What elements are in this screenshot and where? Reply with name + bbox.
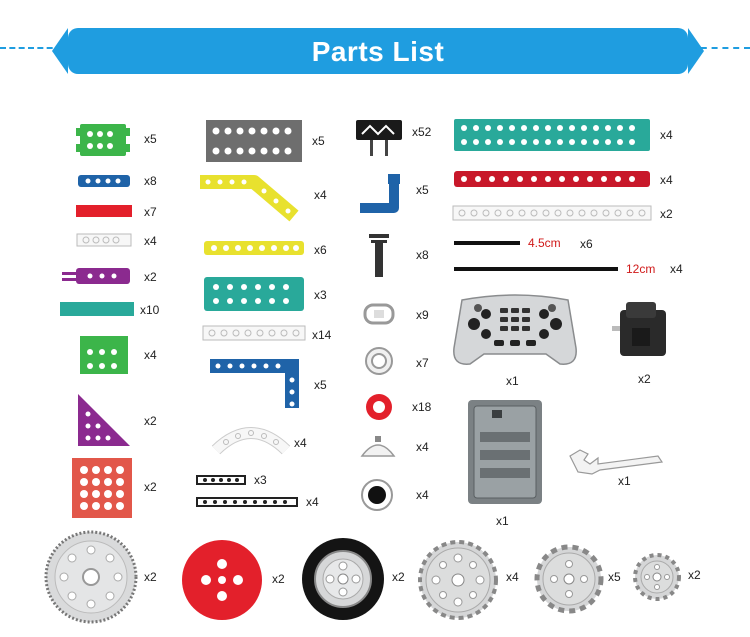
red-plate-image [76,205,132,217]
quantity-label: x4 [416,440,429,454]
quantity-label: x7 [144,205,157,219]
blue-bracket-image [360,174,400,213]
quantity-label: x9 [416,308,429,322]
white-arc-beam-image [211,427,291,455]
quantity-label: x1 [506,374,519,388]
white-long-beam-image [202,325,306,341]
quantity-label: x5 [144,132,157,146]
quantity-label: x2 [660,207,673,221]
dashed-divider-left [0,47,62,49]
short-axle-rod-image [454,241,520,245]
quantity-label: x2 [144,414,157,428]
wrench-icon [569,449,664,475]
dimension-label: 12cm [626,262,656,276]
header-banner: Parts List [0,20,750,80]
yellow-beam-image [204,241,304,255]
blue-beam-image [78,175,130,187]
teal-long-plate-image [454,119,650,151]
small-gear-image [534,544,604,614]
quantity-label: x4 [294,436,307,450]
white-beam-image [76,233,132,247]
quantity-label: x8 [416,248,429,262]
quantity-label: x5 [608,570,621,584]
quantity-label: x2 [144,270,157,284]
title-ribbon: Parts List [52,28,704,74]
servo-motor-image [612,302,666,356]
quantity-label: x4 [144,348,157,362]
purple-triangle-image [78,394,130,446]
quantity-label: x4 [660,173,673,187]
page-title: Parts List [311,36,445,67]
black-axle-pin-image [369,234,389,277]
black-short-beam-image [196,475,246,485]
black-long-beam-image [196,497,298,507]
quantity-label: x6 [314,243,327,257]
chain-link-image [363,303,395,325]
medium-gear-image [418,540,498,620]
tiny-gear-image [633,553,681,601]
gray-bushing-image [365,347,393,375]
quantity-label: x4 [306,495,319,509]
quantity-label: x1 [496,514,509,528]
dimension-label: 4.5cm [528,236,561,250]
red-wheel-image [182,540,262,620]
green-panel-image [80,336,128,374]
quantity-label: x10 [140,303,160,317]
quantity-label: x5 [416,183,429,197]
purple-connector-image [62,268,130,284]
quantity-label: x4 [416,488,429,502]
quantity-label: x4 [670,262,683,276]
pin-connector-image [356,120,402,156]
quantity-label: x2 [144,570,157,584]
remote-controller-image [453,294,577,365]
quantity-label: x2 [638,372,651,386]
quantity-label: x2 [272,572,285,586]
suction-cup-image [360,436,396,457]
quantity-label: x14 [312,328,332,342]
crimson-long-beam-image [454,171,650,187]
orange-square-plate-image [72,458,132,518]
quantity-label: x2 [688,568,701,582]
quantity-label: x4 [144,234,157,248]
quantity-label: x4 [314,188,327,202]
tire-wheel-image [302,538,384,620]
dashed-divider-right [690,47,750,49]
quantity-label: x6 [580,237,593,251]
large-gray-gear-image [44,530,138,624]
teal-plate-image [204,277,304,311]
quantity-label: x5 [312,134,325,148]
yellow-bent-beam-image [200,175,299,222]
black-wheel-hub-image [361,479,393,511]
quantity-label: x3 [314,288,327,302]
quantity-label: x52 [412,125,432,139]
quantity-label: x8 [144,174,157,188]
red-ring-image [366,394,392,420]
quantity-label: x5 [314,378,327,392]
quantity-label: x2 [392,570,405,584]
quantity-label: x4 [660,128,673,142]
green-brick-image [76,124,130,156]
quantity-label: x4 [506,570,519,584]
blue-l-beam-image [210,359,299,408]
quantity-label: x2 [144,480,157,494]
quantity-label: x3 [254,473,267,487]
white-long-plate-image [452,205,652,221]
teal-plate-image [60,302,134,316]
quantity-label: x7 [416,356,429,370]
quantity-label: x18 [412,400,432,414]
long-axle-rod-image [454,267,618,271]
battery-box-image [468,400,542,504]
quantity-label: x1 [618,474,631,488]
gray-plate-image [206,120,302,162]
